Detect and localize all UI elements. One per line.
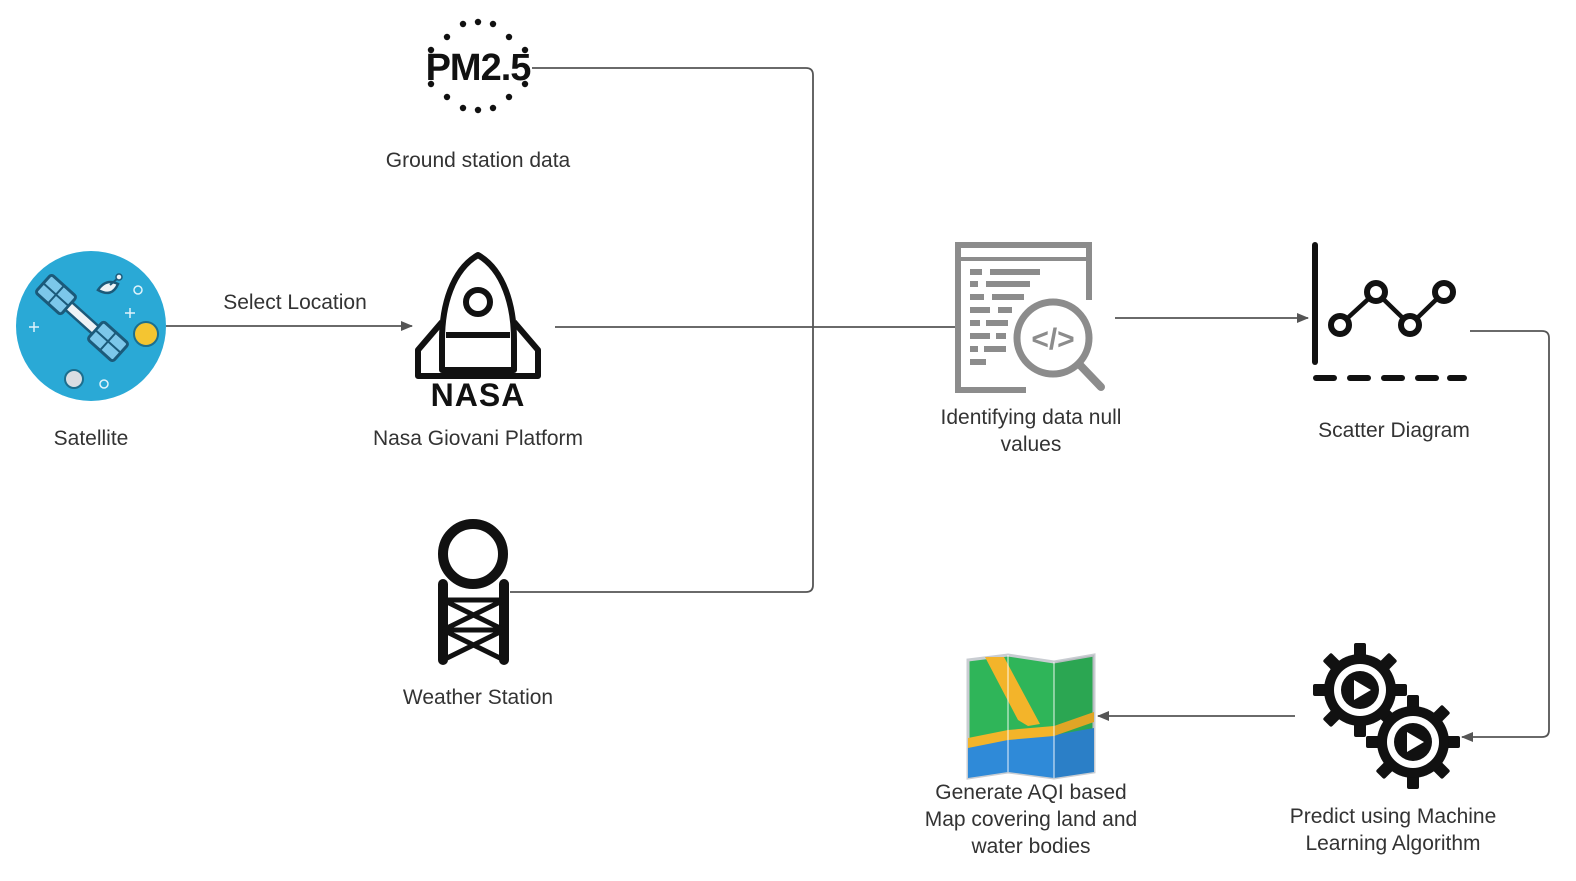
- weather-station-label: Weather Station: [402, 686, 554, 709]
- predict-label-line1: Predict using Machine: [1289, 805, 1497, 828]
- edge-scatter-to-predict: [1461, 330, 1550, 742]
- ground-station-label: Ground station data: [385, 149, 571, 172]
- line-chart-icon: [1312, 242, 1467, 381]
- pm25-icon: PM2.5: [426, 18, 532, 114]
- generate-map-label-line3: water bodies: [971, 835, 1091, 858]
- edge-ground-station-to-bus: [510, 67, 814, 593]
- code-review-icon: [955, 242, 1105, 393]
- nasa-label: Nasa Giovani Platform: [372, 427, 584, 450]
- satellite-icon: [16, 251, 166, 401]
- scatter-label: Scatter Diagram: [1318, 419, 1470, 442]
- pm25-icon-text: PM2.5: [426, 47, 532, 89]
- predict-label-line2: Learning Algorithm: [1305, 832, 1481, 855]
- generate-map-label-line2: Map covering land and: [924, 808, 1138, 831]
- generate-map-label: Generate AQI based Map covering land and…: [890, 779, 1172, 860]
- nasa-rocket-icon: [415, 252, 541, 379]
- identify-null-label-line1: Identifying data null: [940, 406, 1122, 429]
- edge-label-select-location: Select Location: [223, 291, 367, 314]
- predict-label: Predict using Machine Learning Algorithm: [1262, 803, 1524, 857]
- gears-play-icon: [1313, 643, 1460, 789]
- weather-tower-icon: [438, 519, 509, 665]
- satellite-label: Satellite: [53, 427, 129, 450]
- generate-map-label-line1: Generate AQI based: [935, 781, 1127, 804]
- code-review-icon-text: </>: [1031, 323, 1074, 356]
- folded-map-icon: [966, 653, 1096, 780]
- identify-null-label: Identifying data null values: [900, 404, 1162, 458]
- nasa-logo-text: NASA: [431, 377, 526, 413]
- identify-null-label-line2: values: [1000, 433, 1062, 456]
- connectors: [166, 67, 1550, 742]
